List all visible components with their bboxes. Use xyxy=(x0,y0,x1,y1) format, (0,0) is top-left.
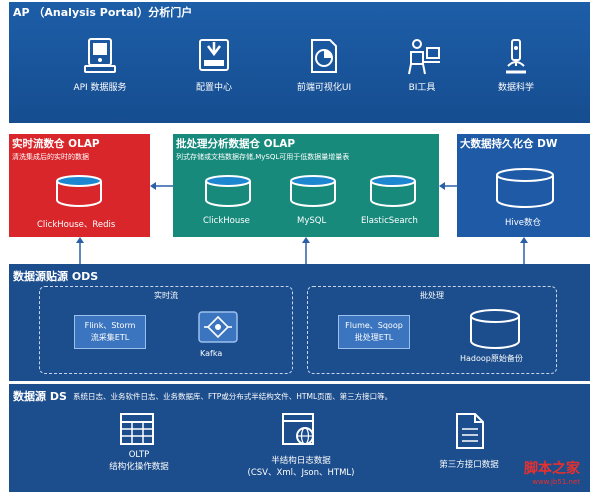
watermark: 脚本之家 www.jb51.net xyxy=(524,458,580,486)
visualization-icon xyxy=(311,39,337,73)
data-science-item: 数据科学 xyxy=(471,36,561,93)
realtime-stream-group: 实时流 Flink、Storm 流采集ETL Kafka xyxy=(39,286,293,374)
table-icon xyxy=(120,413,154,445)
hive-database-icon xyxy=(496,168,554,208)
analysis-portal-band: AP （Analysis Portal）分析门户 API 数据服务 配置中心 前… xyxy=(9,2,590,123)
batch-olap-title: 批处理分析数据仓 OLAP xyxy=(176,138,296,150)
api-service-label: API 数据服务 xyxy=(73,83,127,93)
visualization-label: 前端可视化UI xyxy=(296,83,352,93)
kafka-icon xyxy=(198,311,238,343)
visualization-item: 前端可视化UI xyxy=(279,36,369,93)
oltp-label: OLTP xyxy=(128,450,150,460)
hadoop-label: Hadoop原始备份 xyxy=(460,354,523,363)
third-party-item: 第三方接口数据 xyxy=(423,458,515,470)
realtime-db-label: ClickHouse、Redis xyxy=(37,220,116,230)
realtime-database-icon xyxy=(56,175,102,207)
clickhouse-database-icon xyxy=(205,175,251,207)
arrow-up-icon xyxy=(520,237,528,264)
web-document-icon xyxy=(282,413,314,445)
realtime-olap-box: 实时流数仓 OLAP 清洗集成后的实时的数据 ClickHouse、Redis xyxy=(9,134,150,237)
ds-band: 数据源 DS 系统日志、业务软件日志、业务数据库、FTP或分布式半结构文件、HT… xyxy=(9,384,590,492)
config-center-icon xyxy=(199,39,229,71)
batch-olap-subtitle: 列式存储或文档数据存储,MySQL可用于低数据量增量表 xyxy=(176,153,350,161)
third-party-label: 第三方接口数据 xyxy=(439,460,499,470)
api-service-icon xyxy=(84,38,116,73)
oltp-subtitle: 结构化操作数据 xyxy=(109,462,169,472)
dw-box: 大数据持久化仓 DW Hive数仓 xyxy=(457,134,590,237)
semi-structured-subtitle: (CSV、Xml、Json、HTML) xyxy=(247,468,355,478)
ds-title: 数据源 DS xyxy=(13,390,67,403)
ods-band: 数据源贴源 ODS 实时流 Flink、Storm 流采集ETL Kafka 批… xyxy=(9,264,590,381)
hive-label: Hive数仓 xyxy=(505,218,542,228)
flume-label: Flume、Sqoop xyxy=(345,321,403,330)
bi-tool-label: BI工具 xyxy=(408,83,436,93)
arrow-left-icon xyxy=(439,182,458,190)
batch-process-label: 批处理 xyxy=(420,291,444,300)
analysis-portal-title: AP （Analysis Portal）分析门户 xyxy=(13,6,193,19)
batch-process-group: 批处理 Flume、Sqoop 批处理ETL Hadoop原始备份 xyxy=(307,286,557,374)
arrow-up-icon xyxy=(302,237,310,264)
flink-subtitle: 流采集ETL xyxy=(90,333,130,342)
oltp-item: OLTP 结构化操作数据 xyxy=(95,450,183,472)
flume-subtitle: 批处理ETL xyxy=(354,333,394,342)
bi-tool-item: BI工具 xyxy=(377,36,467,93)
data-science-label: 数据科学 xyxy=(497,83,534,93)
bi-tool-icon xyxy=(408,39,440,75)
realtime-stream-label: 实时流 xyxy=(154,291,178,300)
document-icon xyxy=(456,413,484,449)
elasticsearch-label: ElasticSearch xyxy=(361,216,418,226)
realtime-olap-title: 实时流数仓 OLAP xyxy=(12,138,100,150)
arrow-left-icon xyxy=(150,182,173,190)
data-science-icon xyxy=(506,39,526,74)
config-center-item: 配置中心 xyxy=(169,36,259,93)
ods-title: 数据源贴源 ODS xyxy=(13,270,99,283)
ds-description: 系统日志、业务软件日志、业务数据库、FTP或分布式半结构文件、HTML页面、第三… xyxy=(73,392,393,401)
flume-sqoop-etl: Flume、Sqoop 批处理ETL xyxy=(338,315,410,349)
watermark-url: www.jb51.net xyxy=(532,478,580,486)
arrow-up-icon xyxy=(76,237,84,264)
api-service-item: API 数据服务 xyxy=(55,36,145,93)
watermark-main: 脚本之家 xyxy=(524,461,580,477)
mysql-database-icon xyxy=(290,175,336,207)
semi-structured-item: 半结构日志数据 (CSV、Xml、Json、HTML) xyxy=(231,454,371,478)
kafka-label: Kafka xyxy=(200,349,223,358)
flink-storm-etl: Flink、Storm 流采集ETL xyxy=(74,315,146,349)
hadoop-database-icon xyxy=(470,309,520,349)
batch-olap-box: 批处理分析数据仓 OLAP 列式存储或文档数据存储,MySQL可用于低数据量增量… xyxy=(173,134,439,237)
clickhouse-label: ClickHouse xyxy=(203,216,250,226)
realtime-olap-subtitle: 清洗集成后的实时的数据 xyxy=(12,153,89,161)
flink-label: Flink、Storm xyxy=(84,321,136,330)
semi-structured-label: 半结构日志数据 xyxy=(271,456,331,466)
config-center-label: 配置中心 xyxy=(195,83,232,93)
dw-title: 大数据持久化仓 DW xyxy=(460,138,558,150)
elasticsearch-database-icon xyxy=(370,175,416,207)
mysql-label: MySQL xyxy=(297,216,327,226)
